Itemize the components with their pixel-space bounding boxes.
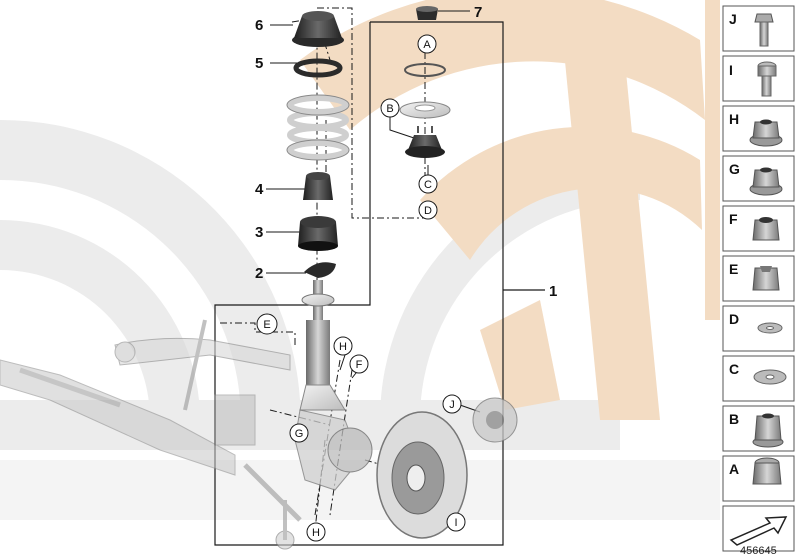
shock-absorber	[299, 280, 346, 411]
panel-cell-E: E	[722, 255, 795, 302]
strut-assembly	[286, 11, 350, 411]
assembly-frame	[214, 21, 545, 546]
flange-nut-icon	[749, 119, 783, 147]
spring-pad	[293, 58, 343, 78]
hex-nut-icon	[752, 217, 780, 241]
callout-I: I	[454, 517, 457, 529]
lock-nut-icon	[752, 266, 780, 291]
part-number-4: 4	[255, 181, 264, 198]
part-number-1: 1	[549, 283, 557, 300]
circle-callouts	[256, 34, 466, 542]
part-number-5: 5	[255, 55, 263, 72]
panel-label-E: E	[729, 261, 738, 277]
panel-label-F: F	[729, 211, 738, 227]
flat-washer-icon	[753, 369, 787, 385]
panel-cell-G: G	[722, 155, 795, 202]
panel-cell-D: D	[722, 305, 795, 352]
panel-cell-B: B	[722, 405, 795, 452]
coil-spring	[287, 95, 349, 160]
brake-disc	[376, 411, 468, 539]
panel-label-A: A	[729, 461, 739, 477]
control-arm	[114, 319, 291, 411]
flange-bolt-icon	[754, 13, 774, 47]
part-number-2: 2	[255, 265, 263, 282]
hex-collar-nut-icon	[752, 413, 784, 448]
self-locking-collar-nut-icon	[749, 167, 783, 196]
panel-cell-arrow[interactable]	[722, 505, 795, 552]
washer-icon	[757, 322, 783, 334]
callout-H-lower: H	[312, 527, 320, 539]
callout-C: C	[424, 179, 432, 191]
panel-label-H: H	[729, 111, 739, 127]
panel-label-J: J	[729, 11, 737, 27]
part-number-6: 6	[255, 17, 263, 34]
watermark-background	[0, 0, 720, 520]
wheel-hub-knuckle	[294, 409, 373, 491]
panel-label-G: G	[729, 161, 740, 177]
dust-boot	[298, 216, 338, 251]
steering-rack	[0, 359, 256, 476]
callout-J: J	[449, 399, 455, 411]
arrow-icon	[729, 516, 788, 546]
panel-cell-F: F	[722, 205, 795, 252]
part-number-3: 3	[255, 224, 263, 241]
callout-D: D	[424, 205, 432, 217]
panel-cell-H: H	[722, 105, 795, 152]
callout-B: B	[386, 103, 393, 115]
panel-cell-I: I	[722, 55, 795, 102]
callout-E: E	[263, 319, 270, 331]
panel-label-B: B	[729, 411, 739, 427]
hardware-panel: J I H	[722, 5, 795, 557]
bump-stop	[303, 172, 333, 200]
callout-A: A	[423, 39, 431, 51]
wheel-bolt-icon	[757, 61, 777, 97]
part-number-7: 7	[474, 4, 482, 21]
upper-mount	[292, 11, 344, 47]
panel-label-I: I	[729, 62, 733, 78]
panel-label-C: C	[729, 361, 739, 377]
callout-G: G	[295, 428, 304, 440]
top-mount-detail	[399, 6, 451, 158]
panel-cell-A: A	[722, 455, 795, 502]
tie-rod	[243, 463, 302, 550]
circle-callout-letters: A B C D E F G H H I J	[263, 39, 457, 539]
panel-label-D: D	[729, 311, 739, 327]
part-number-labels: 6 5 4 3 2 7 1	[255, 4, 557, 300]
panel-cell-J: J	[722, 5, 795, 52]
cap-nut-icon	[752, 457, 782, 485]
panel-cell-C: C	[722, 355, 795, 402]
callout-F: F	[356, 359, 363, 371]
wheel-bearing	[472, 397, 518, 443]
lower-spring-pad	[304, 262, 336, 278]
callout-leaders	[266, 10, 481, 521]
callout-H-upper: H	[339, 341, 347, 353]
document-number: 456645	[740, 545, 777, 557]
